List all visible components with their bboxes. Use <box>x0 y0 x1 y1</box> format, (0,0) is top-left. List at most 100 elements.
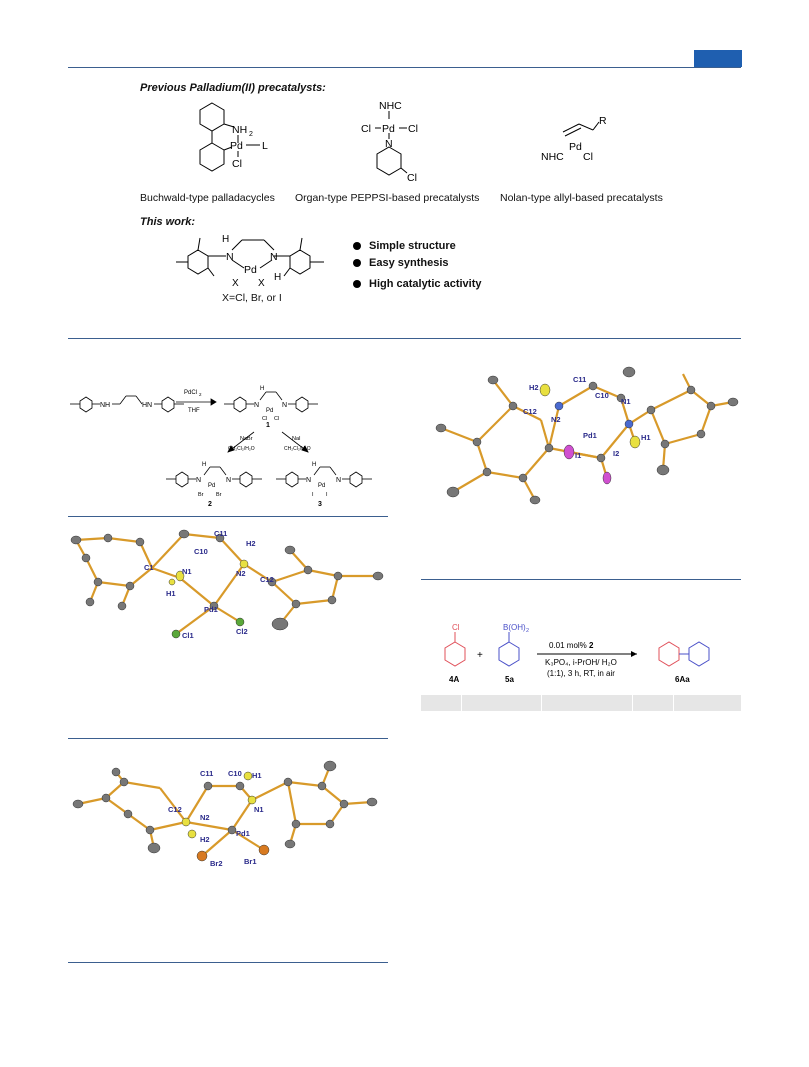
boronic-group-sub: 2 <box>526 628 529 634</box>
buchwald-pd: Pd <box>230 140 243 152</box>
bullet-text: High catalytic activity <box>369 278 482 290</box>
scheme-pdcl2-sub: 2 <box>199 392 202 397</box>
scheme-2-pd: Pd <box>208 483 215 489</box>
scheme-2-br-right: Br <box>216 492 222 498</box>
scheme-1-cl-left: Cl <box>262 416 267 422</box>
section-rule-1 <box>68 338 741 339</box>
substrate-4a <box>444 632 466 667</box>
nolan-pd: Pd <box>569 141 582 153</box>
crystal-cl-label-h2: H2 <box>246 539 256 548</box>
nolan-nhc: NHC <box>541 151 564 163</box>
table-header-cell <box>674 695 741 711</box>
bullet-list: Simple structure Easy synthesis High cat… <box>353 240 482 290</box>
plus-sign: + <box>477 650 483 661</box>
bullet-dot-icon <box>353 242 361 250</box>
crystal-br-label-h2: H2 <box>200 835 210 844</box>
table-header-bar <box>421 695 741 711</box>
crystal-i-label-n1: N1 <box>621 397 631 406</box>
scheme-pdcl2: PdCl <box>184 390 197 396</box>
section-rule-3 <box>68 738 388 739</box>
crystal-cl-label-pd1: Pd1 <box>204 605 218 614</box>
boronic-label: 5a <box>505 675 514 684</box>
nolan-structure: R Pd NHC Cl <box>541 115 607 163</box>
scheme-solvent-right: CH₂Cl₂/H₂O <box>284 446 311 452</box>
scheme-3-n-left: N <box>306 477 311 484</box>
buchwald-structure: NH 2 Pd L Cl <box>199 102 268 172</box>
peppsi-structure: NHC Cl Pd Cl N Cl <box>361 100 418 184</box>
buchwald-cl: Cl <box>232 158 242 170</box>
caption-buchwald: Buchwald-type palladacycles <box>140 192 275 204</box>
crystal-cl-label-c11: C11 <box>214 529 227 538</box>
scheme-1-n-left: N <box>254 402 259 409</box>
scheme-2-n-left: N <box>196 477 201 484</box>
scheme-1: NH HN PdCl 2 THF H N N Pd Cl Cl 1 NaBr C… <box>70 386 372 508</box>
crystal-i-label-c12: C12 <box>523 407 537 416</box>
crystal-i-label-i1: I1 <box>575 451 581 460</box>
this-work-n-left: N <box>226 251 234 263</box>
header-rule <box>68 67 741 68</box>
this-work-title: This work: <box>140 216 196 228</box>
peppsi-cl-right: Cl <box>408 123 418 135</box>
scheme-1-n-right: N <box>282 402 287 409</box>
nolan-r: R <box>599 115 607 127</box>
scheme-thf: THF <box>188 408 200 414</box>
crystal-i-label-c10: C10 <box>595 391 609 400</box>
crystal-cl-label-cl1: Cl1 <box>182 631 194 640</box>
right-rule-mid <box>421 579 741 580</box>
peppsi-cl-left: Cl <box>361 123 371 135</box>
condition-base-solvent: K₃PO₄, i-PrOH/ H₂O <box>545 658 617 667</box>
product-ring-red <box>658 641 680 667</box>
crystal-i-label-n2: N2 <box>551 415 561 424</box>
crystal-i-label-c11: C11 <box>573 375 586 384</box>
crystal-structure-i: C11 H2 C10 N1 C12 N2 Pd1 H1 I1 I2 <box>435 366 739 505</box>
table-header-cell <box>633 695 674 711</box>
scheme-nh: NH <box>100 402 110 409</box>
crystal-br-label-c10: C10 <box>228 769 242 778</box>
right-rule-top <box>421 338 741 339</box>
nolan-cl: Cl <box>583 151 593 163</box>
bullet-easy-synthesis: Easy synthesis <box>353 257 482 269</box>
this-work-x-left: X <box>232 278 239 289</box>
crystal-br-label-n1: N1 <box>254 805 264 814</box>
section-rule-2 <box>68 516 388 517</box>
scheme-1-h: H <box>260 386 264 392</box>
crystal-structure-br: C11 C10 H1 C12 N2 N1 H2 Pd1 Br2 Br1 <box>72 760 378 868</box>
crystal-i-label-pd1: Pd1 <box>583 431 597 440</box>
scheme-3-i-right: I <box>326 492 328 498</box>
peppsi-n: N <box>385 138 393 150</box>
buchwald-l: L <box>262 140 268 152</box>
crystal-cl-label-cl2: Cl2 <box>236 627 248 636</box>
this-work-x-right: X <box>258 278 265 289</box>
caption-nolan: Nolan-type allyl-based precatalysts <box>500 192 663 204</box>
crystal-br-label-pd1: Pd1 <box>236 829 250 838</box>
crystal-cl-label-c1: C1 <box>144 563 154 572</box>
peppsi-pd: Pd <box>382 123 395 135</box>
bullet-simple-structure: Simple structure <box>353 240 482 252</box>
scheme-2-n-right: N <box>226 477 231 484</box>
crystal-br-label-br2: Br2 <box>210 859 223 868</box>
scheme-3-n-right: N <box>336 477 341 484</box>
compound-3-label: 3 <box>318 501 322 508</box>
table-header-cell <box>421 695 462 711</box>
this-work-structure: H N N Pd X X H <box>176 234 324 289</box>
reaction-scheme: Cl 4A + B(OH) 2 5a 0.01 mol% 2 K₃PO₄, i-… <box>444 623 710 684</box>
this-work-h-left: H <box>222 234 229 245</box>
peppsi-cl-ring: Cl <box>407 172 417 184</box>
scheme-3-h: H <box>312 462 316 468</box>
crystal-i-label-i2: I2 <box>613 449 619 458</box>
compound-2-label: 2 <box>208 501 212 508</box>
crystal-br-label-n2: N2 <box>200 813 210 822</box>
this-work-pd: Pd <box>244 264 257 276</box>
condition-catalyst: 0.01 mol% 2 <box>549 641 594 650</box>
crystal-cl-label-c10: C10 <box>194 547 208 556</box>
crystal-cl-label-n1: N1 <box>182 567 192 576</box>
crystal-br-label-c11: C11 <box>200 769 213 778</box>
bullet-high-activity: High catalytic activity <box>353 278 482 290</box>
bullet-dot-icon <box>353 280 361 288</box>
scheme-1-cl-right: Cl <box>274 416 279 422</box>
scheme-solvent-left: CH₂Cl₂/H₂O <box>228 446 255 452</box>
scheme-2-h: H <box>202 462 206 468</box>
substrate-label: 4A <box>449 675 459 684</box>
this-work-n-right: N <box>270 251 278 263</box>
section-rule-4 <box>68 962 388 963</box>
